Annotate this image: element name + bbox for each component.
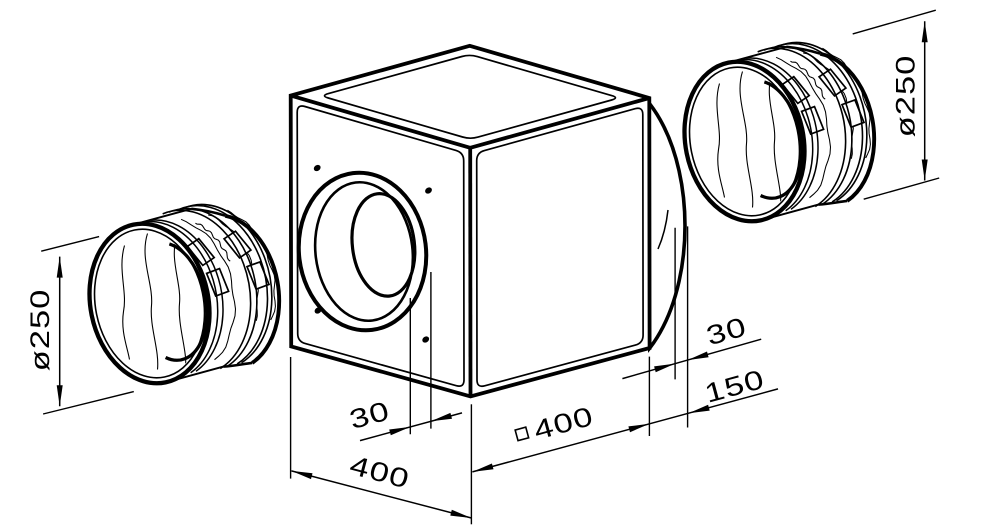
svg-text:ø250: ø250 — [890, 55, 920, 138]
svg-text:ø250: ø250 — [24, 289, 54, 372]
